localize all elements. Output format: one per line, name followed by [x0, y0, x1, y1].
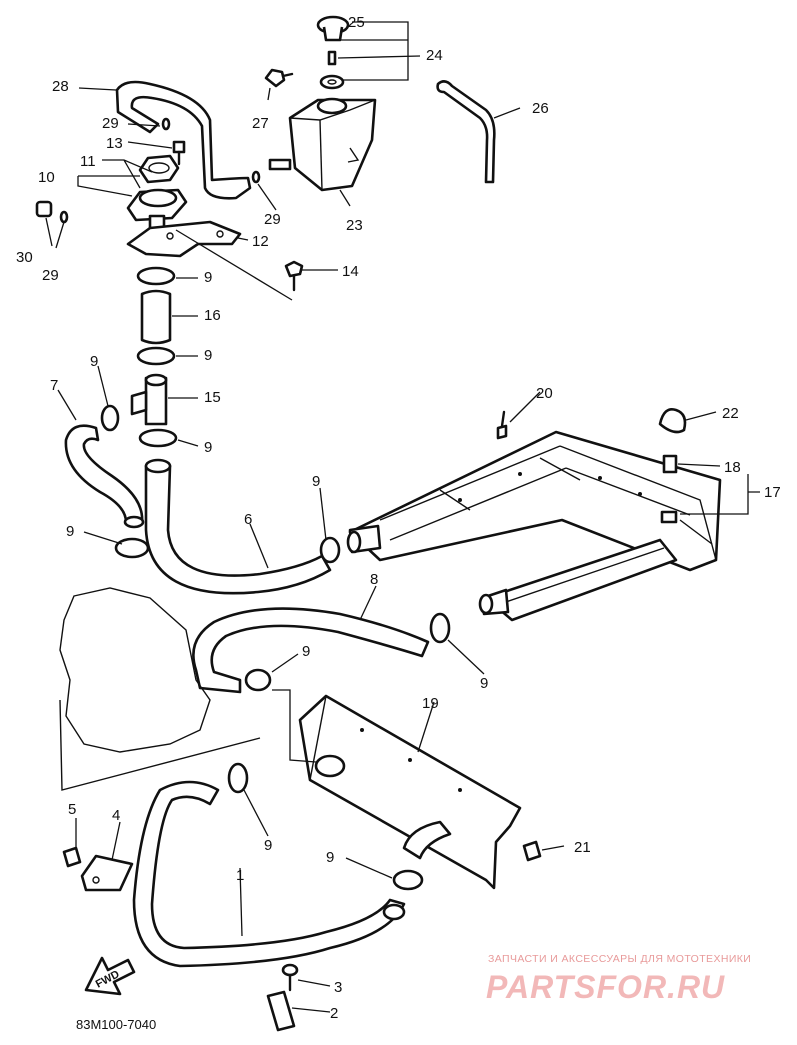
callout-labels: 25 24 28 26 29 27 13 11 10 29 23 12 30 2…: [16, 14, 781, 1022]
callout-15: 15: [204, 389, 221, 406]
callout-9-h: 9: [480, 675, 488, 692]
bolt-14: [284, 260, 304, 292]
callout-30: 30: [16, 249, 33, 266]
bolt-27: [264, 68, 294, 88]
callout-12: 12: [252, 233, 269, 250]
radiator-hose-8: [192, 607, 430, 694]
callout-9-f: 9: [66, 523, 74, 540]
callout-17: 17: [764, 484, 781, 501]
callout-9-g: 9: [302, 643, 310, 660]
callout-29-mid: 29: [264, 211, 281, 228]
engine-guide-line: [59, 699, 261, 791]
hose-end: [144, 458, 172, 474]
callout-9-c: 9: [90, 353, 98, 370]
callout-11: 11: [80, 153, 96, 170]
reservoir-cap-gasket: [319, 50, 345, 90]
callout-1: 1: [236, 867, 244, 884]
hose-clamp: [136, 266, 178, 448]
callout-13: 13: [106, 135, 123, 152]
callout-22: 22: [722, 405, 739, 422]
callout-10: 10: [38, 169, 55, 186]
breather-hose: [115, 80, 252, 200]
callout-9-a: 9: [204, 269, 212, 286]
callout-9-d: 9: [204, 439, 212, 456]
callout-6: 6: [244, 511, 252, 528]
hose-clamp: [429, 612, 451, 644]
callout-25: 25: [348, 14, 365, 31]
drain-bolt-18: [660, 454, 678, 524]
screw-13: [172, 140, 186, 166]
bolt-21: [522, 840, 542, 862]
hose-19-outlet: [402, 820, 452, 860]
callout-29-top: 29: [102, 115, 119, 132]
hose-end: [382, 903, 406, 921]
radiator-lower-section: [478, 538, 678, 622]
cap-bracket: [126, 220, 242, 258]
diagram-code: 83M100-7040: [76, 1017, 156, 1032]
callout-20: 20: [536, 385, 553, 402]
callout-24: 24: [426, 47, 443, 64]
callout-26: 26: [532, 100, 549, 117]
callout-7: 7: [50, 377, 58, 394]
overflow-hose: [436, 80, 496, 184]
cap-30: [35, 200, 53, 218]
callout-9-b: 9: [204, 347, 212, 364]
hose-clamp: [244, 668, 272, 692]
radiator-hose-1: [132, 780, 406, 968]
leader-lines: [45, 21, 760, 1013]
radiator-17: [346, 430, 722, 572]
callout-21: 21: [574, 839, 591, 856]
clip-29: [59, 117, 261, 224]
callout-9-j: 9: [326, 849, 334, 866]
forward-arrow: FWD: [84, 956, 136, 996]
callout-28: 28: [52, 78, 69, 95]
hose-clamp: [227, 762, 249, 794]
radiator-cap: [138, 154, 180, 184]
callout-9-i: 9: [264, 837, 272, 854]
radiator-hose-7: [64, 424, 144, 524]
engine-outline: [59, 587, 211, 753]
callout-18: 18: [724, 459, 741, 476]
callout-27: 27: [252, 115, 269, 132]
t-joint-15: [130, 373, 168, 426]
reservoir-tank: [268, 97, 377, 192]
callout-2: 2: [330, 1005, 338, 1022]
heat-exchanger-19: [298, 694, 522, 890]
watermark: ЗАПЧАСТИ И АКСЕССУАРЫ ДЛЯ МОТОТЕХНИКИ PA…: [486, 953, 751, 1005]
callout-4: 4: [112, 807, 120, 824]
callout-8: 8: [370, 571, 378, 588]
callout-23: 23: [346, 217, 363, 234]
bolt-5: [62, 846, 82, 868]
cap-22: [658, 408, 687, 434]
clip-2: [266, 990, 296, 1032]
callout-14: 14: [342, 263, 359, 280]
hose-clamp: [392, 869, 424, 891]
callout-19: 19: [422, 695, 439, 712]
bolt-20: [496, 410, 508, 440]
watermark-brand: PARTSFOR.RU: [486, 969, 725, 1005]
joint-pipe-16: [140, 289, 172, 345]
watermark-tagline: ЗАПЧАСТИ И АКСЕССУАРЫ ДЛЯ МОТОТЕХНИКИ: [488, 953, 751, 965]
screw-3: [281, 963, 299, 992]
callout-9-e: 9: [312, 473, 320, 490]
radiator-hose-6: [144, 464, 332, 595]
callout-5: 5: [68, 801, 76, 818]
bracket-4: [80, 854, 134, 892]
callout-16: 16: [204, 307, 221, 324]
reservoir-cap: [316, 15, 350, 42]
callout-3: 3: [334, 979, 342, 996]
callout-29-left: 29: [42, 267, 59, 284]
hose-clamp: [319, 536, 341, 564]
hose-end: [123, 515, 145, 529]
